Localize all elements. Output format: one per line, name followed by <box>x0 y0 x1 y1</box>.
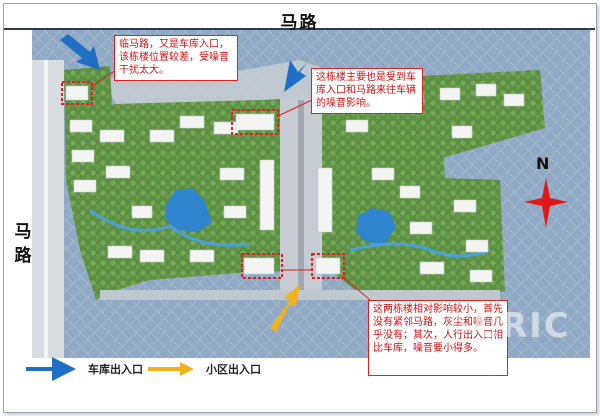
callout-bottom-right: 这两栋楼相对影响较小，首先没有紧邻马路，灰尘和噪音几乎没有；其次，人行出入口相比… <box>368 300 508 376</box>
highlight-building-north <box>231 109 279 135</box>
east-lake <box>356 208 396 244</box>
legend-community-arrow <box>148 362 194 376</box>
building-block <box>409 221 433 235</box>
south-road <box>100 290 500 300</box>
callout-top-left: 临马路，又是车库入口，该栋楼位置较差，受噪音干扰太大。 <box>114 35 238 81</box>
compass-north-label: N <box>536 154 550 173</box>
compass-star <box>524 178 568 228</box>
top-road-label: 马路 <box>280 13 319 33</box>
building-block <box>69 119 93 133</box>
callout-top-center-text: 这栋楼主要也是受到车库入口和马路来往车辆的噪音影响。 <box>316 72 416 109</box>
building-block <box>243 257 275 275</box>
building-block <box>223 205 247 219</box>
building-block <box>453 199 477 213</box>
building-block <box>107 245 133 259</box>
building-block <box>317 167 333 233</box>
building-block <box>65 85 89 101</box>
garage-entrance-arrow-northwest <box>60 34 100 70</box>
boulevard-median <box>298 100 304 292</box>
callout-top-center: 这栋楼主要也是受到车库入口和马路来往车辆的噪音影响。 <box>311 68 423 114</box>
building-block <box>179 115 205 129</box>
west-stream <box>89 208 251 247</box>
building-block <box>235 113 275 131</box>
building-block <box>213 121 239 135</box>
highlight-building-northwest <box>61 81 93 105</box>
building-block <box>419 261 445 275</box>
top-road-bar: 马路 <box>4 4 595 33</box>
callout-top-left-text: 临马路，又是车库入口，该栋楼位置较差，受噪音干扰太大。 <box>119 39 229 76</box>
building-block <box>465 239 489 253</box>
watermark-cric: CRIC <box>474 306 571 346</box>
building-block <box>149 129 175 143</box>
building-block <box>139 249 165 263</box>
west-lake <box>166 188 212 232</box>
building-block <box>439 87 461 101</box>
building-block <box>475 83 497 97</box>
building-block <box>371 167 395 181</box>
building-block <box>131 205 153 219</box>
building-block <box>105 165 131 179</box>
building-block <box>345 119 369 133</box>
connector-northwest <box>91 69 117 87</box>
building-block <box>99 129 125 143</box>
building-block <box>503 93 525 107</box>
highlighted-buildings <box>61 81 345 279</box>
connector-north <box>277 99 313 117</box>
callout-bottom-right-text: 这两栋楼相对影响较小，首先没有紧邻马路，灰尘和噪音几乎没有；其次，人行出入口相比… <box>373 304 503 354</box>
buildings <box>65 83 525 283</box>
highlight-building-south-west <box>241 253 283 279</box>
garage-entrance-arrow-north <box>284 60 308 92</box>
building-block <box>189 249 215 263</box>
building-block <box>469 269 493 283</box>
community-entrance-arrow <box>270 284 300 332</box>
east-stream <box>349 242 491 258</box>
callout-connectors <box>91 69 371 301</box>
highlight-building-south-east <box>311 253 345 279</box>
building-block <box>399 185 421 199</box>
building-block <box>315 257 341 275</box>
connector-south-b <box>341 275 371 301</box>
building-block <box>451 125 473 139</box>
legend-community-label: 小区出入口 <box>206 363 261 376</box>
building-block <box>71 149 95 163</box>
left-road-lane <box>44 60 48 358</box>
watermark-subtitle: 房产测评 <box>482 374 562 398</box>
building-block <box>259 159 275 231</box>
left-road-label: 马路 <box>14 222 32 266</box>
legend-garage-label: 车库出入口 <box>88 363 143 376</box>
building-block <box>73 179 97 193</box>
building-block <box>219 167 245 181</box>
